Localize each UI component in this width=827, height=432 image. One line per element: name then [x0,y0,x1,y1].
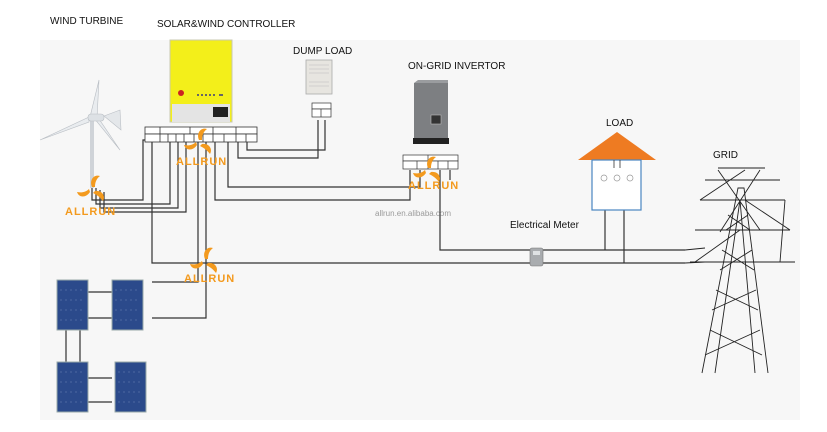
solar-panel [111,279,144,331]
wires [65,120,685,403]
inverter-label: ON-GRID INVERTOR [408,61,506,72]
grid-tower-icon [684,167,795,374]
wire-dump-neg [246,120,326,151]
brand-logo-text: ALLRUN [176,156,228,168]
controller-device [169,39,233,123]
meter-label: Electrical Meter [510,220,579,231]
solar-panel [56,361,89,413]
wire-pv-positive [152,140,199,283]
wire-turbine-phase-3 [103,140,187,213]
load-label: LOAD [606,118,634,129]
brand-logo-text: ALLRUN [184,273,236,285]
wire-turbine-phase-2 [99,140,179,209]
brand-logo-text: ALLRUN [65,206,117,218]
watermark-text: allrun.en.alibaba.com [375,209,452,218]
controller-label: SOLAR&WIND CONTROLLER [157,19,296,30]
solar-panel-array [56,279,147,413]
wire-panel-bottom-link [88,377,112,403]
dump-load-label: DUMP LOAD [293,46,353,57]
dump-load-device [305,59,333,118]
wire-dc-output-neg [214,140,411,201]
electrical-meter-icon [529,247,544,267]
wire-panel-vertical-link [65,330,81,362]
wire-pv-negative [152,140,207,319]
solar-panel [56,279,89,331]
wire-ac-output-l [439,170,685,251]
inverter-device [402,80,459,170]
wind-turbine-label: WIND TURBINE [50,16,124,27]
brand-logo-text: ALLRUN [408,180,460,192]
grid-label: GRID [713,150,738,161]
wire-panel-top-link [88,291,112,319]
wire-turbine-phase-1 [95,140,171,205]
wind-turbine-icon [39,79,122,188]
wire-turbine-brake [91,139,160,201]
load-house [578,132,656,211]
wire-dc-output-pos [227,140,421,188]
wire-dump-pos [237,120,319,159]
brand-logo-fan [190,247,218,273]
wire-grid-line [151,140,685,264]
solar-panel [114,361,147,413]
